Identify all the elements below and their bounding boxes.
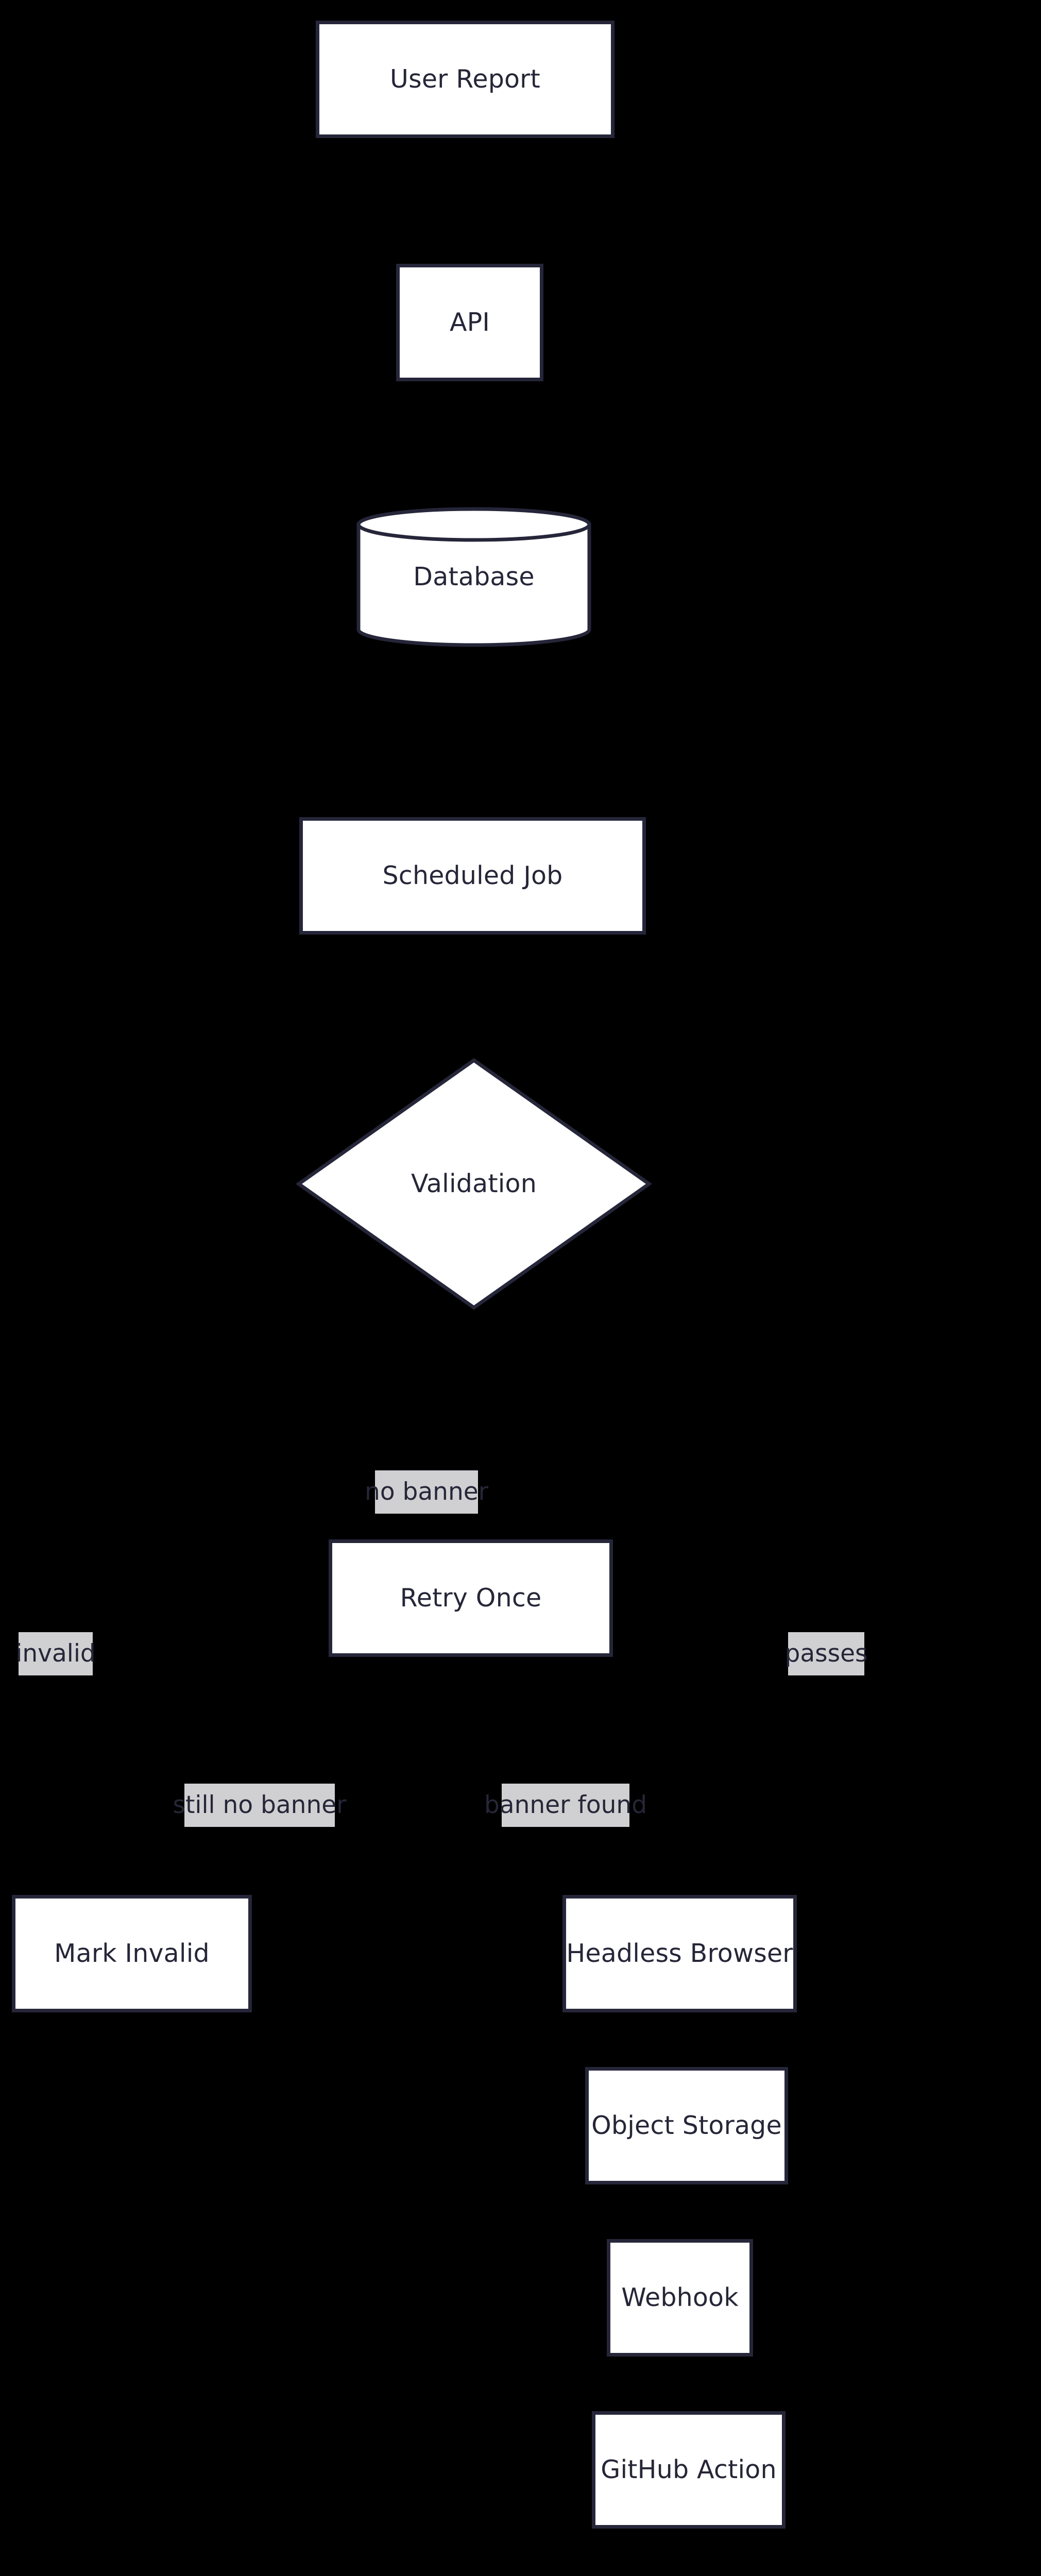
node-user-report-label: User Report — [390, 64, 540, 94]
node-webhook[interactable]: Webhook — [607, 2239, 753, 2357]
node-validation-label: Validation — [411, 1168, 537, 1198]
node-headless-browser[interactable]: Headless Browser — [562, 1895, 797, 2012]
node-database[interactable]: Database — [355, 507, 592, 647]
node-validation[interactable]: Validation — [296, 1058, 652, 1310]
edge-label-banner-found-text: banner found — [484, 1790, 647, 1819]
node-github-action-label: GitHub Action — [601, 2454, 777, 2484]
node-api[interactable]: API — [396, 264, 543, 381]
node-api-label: API — [449, 307, 490, 337]
edge-retry-once-to-mark-invalid — [130, 1655, 392, 1895]
node-object-storage-label: Object Storage — [591, 2110, 782, 2140]
edge-label-invalid: invalid — [15, 1632, 96, 1675]
edge-label-invalid-text: invalid — [15, 1639, 96, 1668]
edge-label-banner-found: banner found — [484, 1784, 647, 1827]
node-database-label: Database — [413, 562, 535, 591]
node-user-report[interactable]: User Report — [316, 21, 615, 138]
edge-label-passes: passes — [785, 1632, 868, 1675]
node-mark-invalid[interactable]: Mark Invalid — [12, 1895, 252, 2012]
edge-retry-once-to-headless — [544, 1656, 681, 1895]
node-scheduled-job[interactable]: Scheduled Job — [299, 817, 646, 935]
edge-validation-to-mark-invalid — [130, 1182, 296, 1895]
node-retry-once-label: Retry Once — [400, 1583, 542, 1613]
node-github-action[interactable]: GitHub Action — [592, 2411, 786, 2529]
diamond-shape-icon — [296, 1058, 652, 1310]
node-mark-invalid-label: Mark Invalid — [54, 1938, 210, 1968]
node-headless-browser-label: Headless Browser — [566, 1938, 793, 1968]
node-object-storage[interactable]: Object Storage — [585, 2067, 788, 2184]
edge-label-still-no-banner-text: still no banner — [173, 1790, 347, 1819]
edge-validation-to-headless — [652, 1182, 828, 1895]
cylinder-shape-icon — [356, 507, 591, 647]
edge-label-no-banner: no banner — [365, 1470, 488, 1514]
edge-label-passes-text: passes — [784, 1639, 868, 1668]
node-retry-once[interactable]: Retry Once — [329, 1539, 613, 1657]
node-scheduled-job-label: Scheduled Job — [382, 860, 563, 890]
node-webhook-label: Webhook — [621, 2282, 739, 2312]
edge-label-still-no-banner: still no banner — [173, 1784, 346, 1827]
edge-label-no-banner-text: no banner — [365, 1477, 488, 1506]
